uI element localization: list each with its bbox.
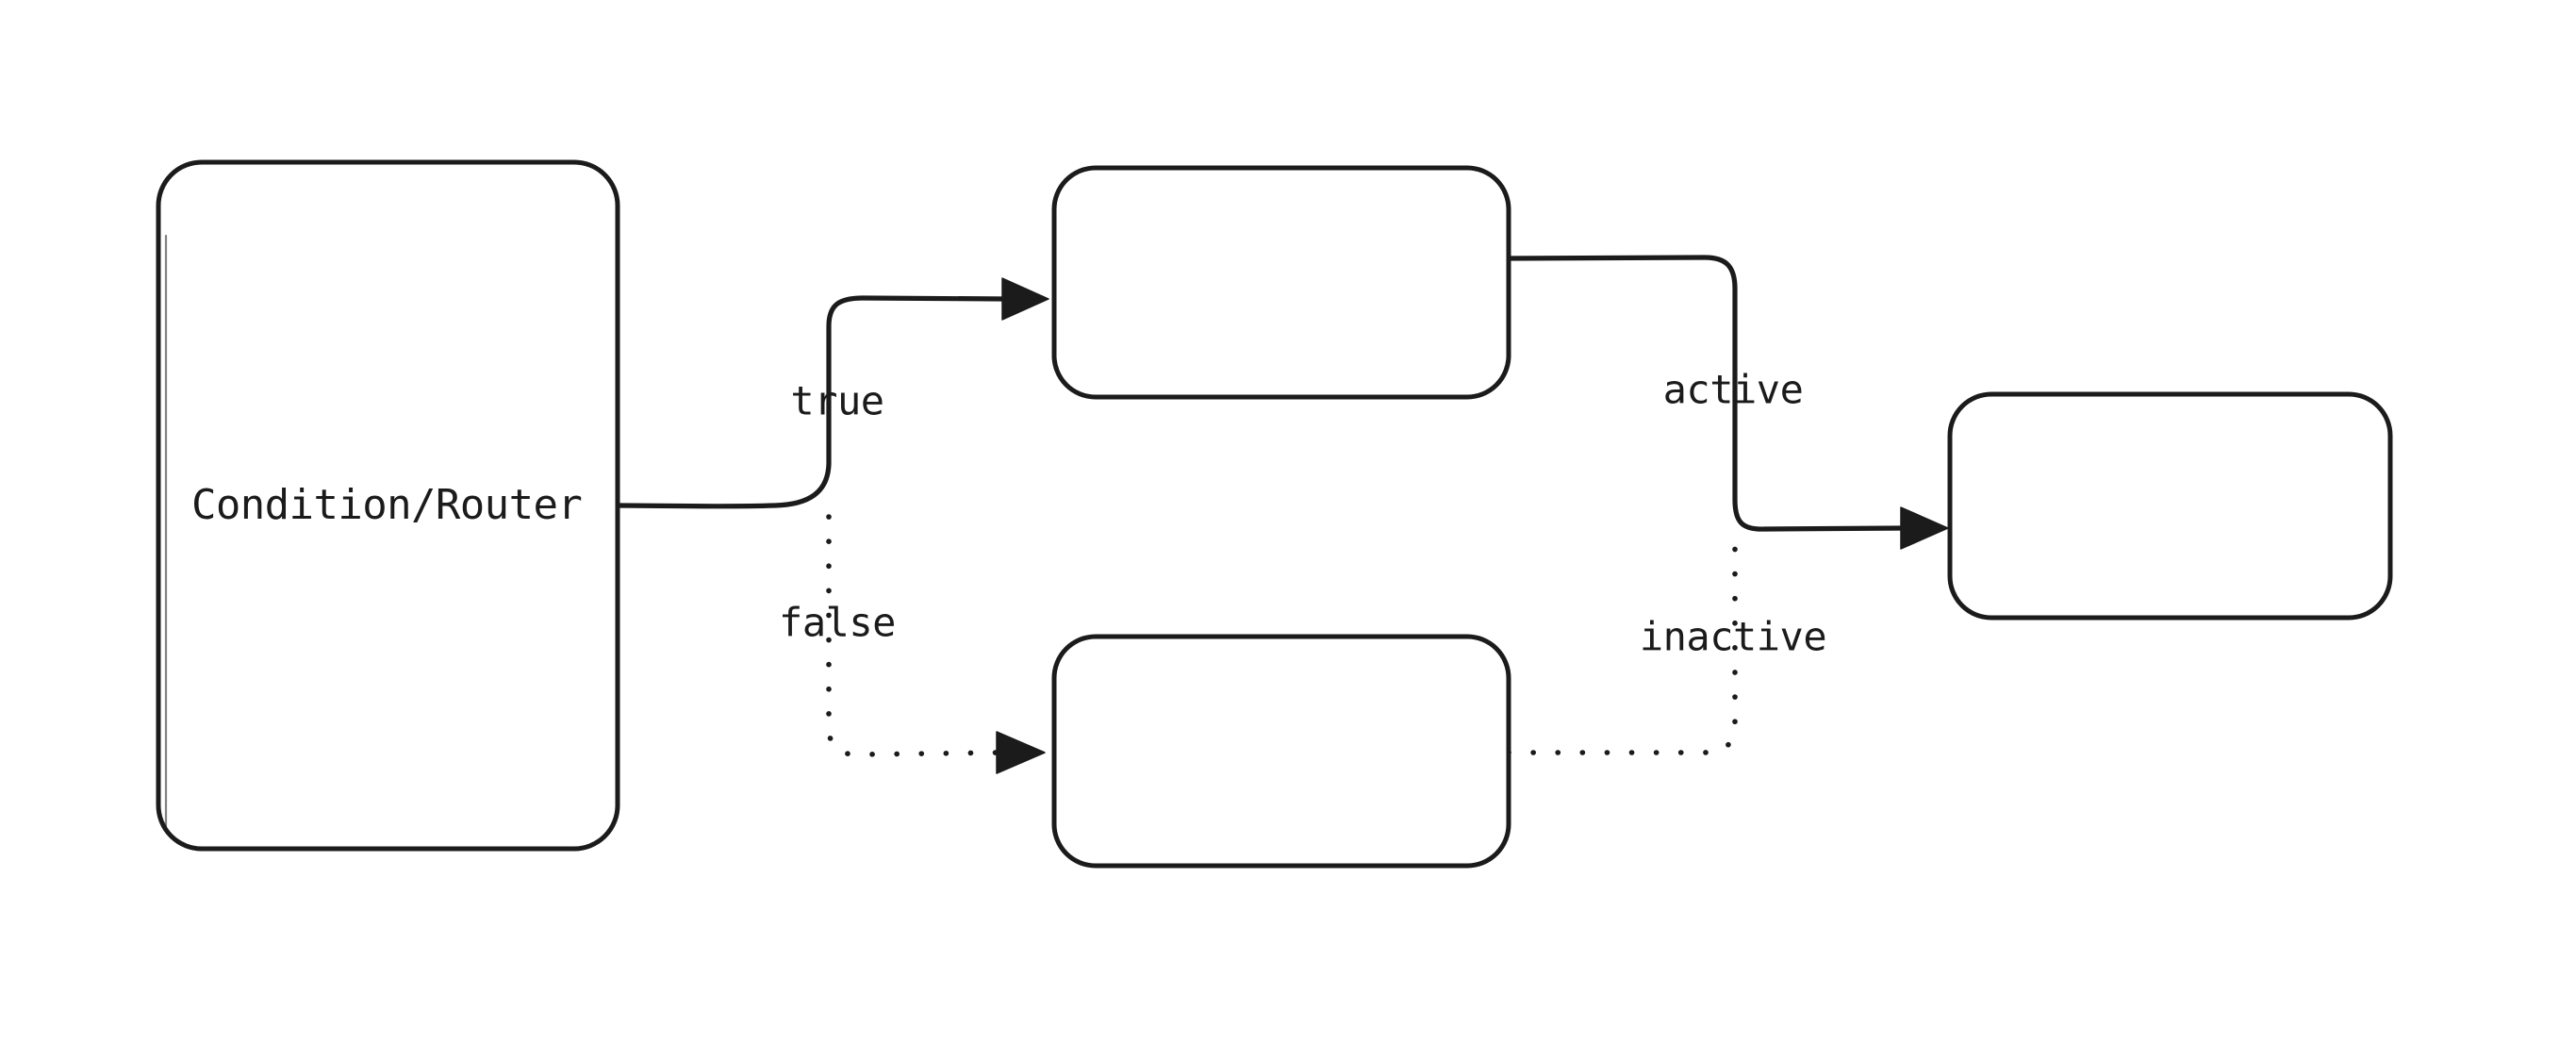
edge-true-arrowhead [1001, 277, 1049, 321]
edge-false [826, 514, 1046, 774]
edge-active [1506, 255, 1949, 550]
edge-active-line [1506, 255, 1907, 532]
node-false-branch-shape[interactable] [1051, 634, 1511, 869]
node-true-branch-shape[interactable] [1051, 165, 1511, 400]
edge-inactive-line [1506, 537, 1738, 755]
edge-label-false: false [779, 600, 896, 646]
edge-active-arrowhead [1900, 506, 1949, 550]
edge-label-true: true [790, 378, 883, 424]
node-condition-router-shape[interactable] [156, 159, 620, 852]
node-merge[interactable] [1947, 391, 2393, 621]
edge-label-active: active [1663, 367, 1804, 413]
node-condition-router-label: Condition/Router [191, 481, 582, 529]
node-false-branch[interactable] [1051, 634, 1511, 869]
node-merge-shape[interactable] [1947, 391, 2393, 621]
edge-true [615, 277, 1049, 509]
edge-inactive [1506, 537, 1738, 755]
edge-false-arrowhead [996, 731, 1046, 774]
edge-true-line [615, 295, 1010, 509]
node-true-branch[interactable] [1051, 165, 1511, 400]
edge-label-inactive: inactive [1640, 614, 1826, 660]
node-condition-router[interactable]: Condition/Router [156, 159, 620, 852]
edge-labels: true false active inactive [779, 367, 1827, 660]
